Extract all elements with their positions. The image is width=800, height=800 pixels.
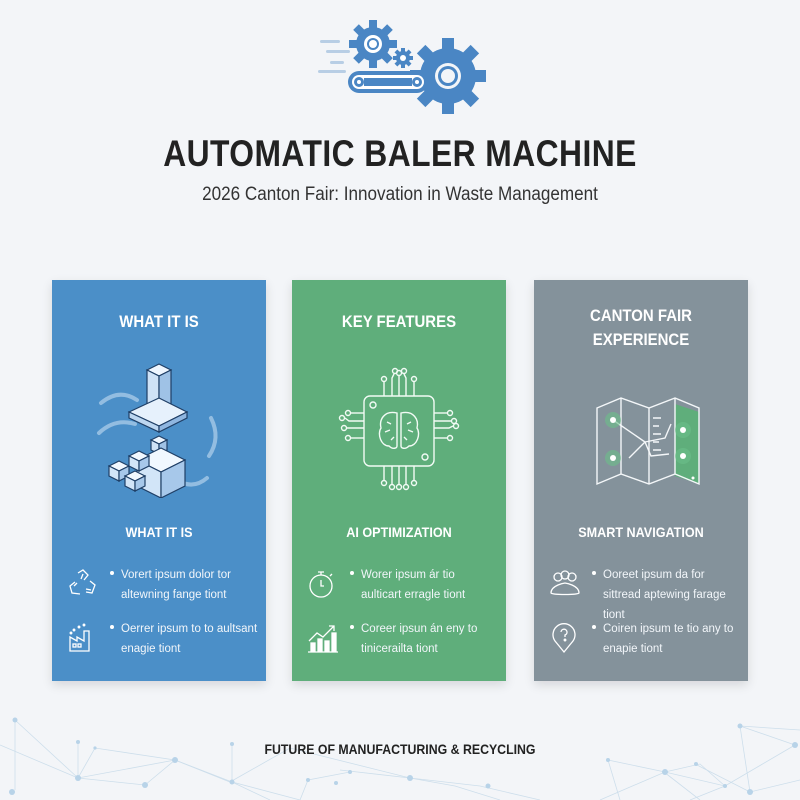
list-item-text: Coreer ipsun án eny to tinicerailta tion… bbox=[361, 623, 478, 655]
card-subheading: WHAT IT IS bbox=[125, 524, 193, 540]
page-subtitle: 2026 Canton Fair: Innovation in Waste Ma… bbox=[202, 184, 598, 205]
baler-press-cubes-icon bbox=[97, 363, 218, 498]
bullet bbox=[110, 571, 114, 575]
bullet bbox=[592, 625, 596, 629]
page-title: AUTOMATIC BALER MACHINE bbox=[163, 133, 637, 174]
stopwatch-icon bbox=[309, 571, 333, 598]
card-subheading: SMART NAVIGATION bbox=[578, 524, 704, 540]
fold-map-route-icon bbox=[596, 397, 700, 486]
card-key-features: KEY FEATURES AI OPTIMIZATION bbox=[292, 280, 506, 681]
factory-icon bbox=[69, 623, 90, 652]
ai-chip-brain-icon bbox=[338, 367, 460, 491]
bullet bbox=[350, 571, 354, 575]
people-group-icon bbox=[550, 570, 580, 596]
bullet bbox=[592, 571, 596, 575]
recycle-icon bbox=[69, 569, 96, 595]
card-list-item: Coiren ipsum te tio any to enapie tiont bbox=[548, 619, 740, 663]
card-subheading: AI OPTIMIZATION bbox=[346, 524, 452, 540]
network-background-decoration bbox=[0, 717, 800, 800]
bullet bbox=[350, 625, 354, 629]
list-item-text: Ooreet ipsum da for sittread aptewing fa… bbox=[603, 569, 726, 621]
card-list-item: Vorert ipsum dolor tor altewning fange t… bbox=[66, 565, 258, 609]
card-list-item: Worer ipsum ár tio aulticart erragle tio… bbox=[306, 565, 498, 609]
gears-conveyor-icon bbox=[318, 20, 486, 114]
list-item-text: Vorert ipsum dolor tor altewning fange t… bbox=[121, 569, 231, 601]
bullet bbox=[110, 625, 114, 629]
card-canton-fair-experience: CANTON FAIR EXPERIENCE SMART NAVIGATION … bbox=[534, 280, 748, 681]
list-item-text: Oerrer ipsum to to aultsant enagie tiont bbox=[121, 623, 258, 655]
card-list-item: Coreer ipsun án eny to tinicerailta tion… bbox=[306, 619, 498, 663]
card-heading: CANTON FAIR EXPERIENCE bbox=[590, 306, 692, 349]
list-item-text: Worer ipsum ár tio aulticart erragle tio… bbox=[361, 569, 466, 601]
footer-tagline: FUTURE OF MANUFACTURING & RECYCLING bbox=[264, 741, 536, 757]
card-list-item: Oerrer ipsum to to aultsant enagie tiont bbox=[66, 619, 258, 663]
card-what-it-is: WHAT IT IS WHAT IT bbox=[52, 280, 266, 681]
location-help-icon bbox=[552, 623, 576, 654]
growth-chart-icon bbox=[308, 625, 338, 653]
card-heading: KEY FEATURES bbox=[341, 312, 457, 331]
card-heading: WHAT IT IS bbox=[119, 312, 199, 331]
card-list-item: Ooreet ipsum da for sittread aptewing fa… bbox=[548, 565, 740, 621]
list-item-text: Coiren ipsum te tio any to enapie tiont bbox=[603, 623, 734, 655]
